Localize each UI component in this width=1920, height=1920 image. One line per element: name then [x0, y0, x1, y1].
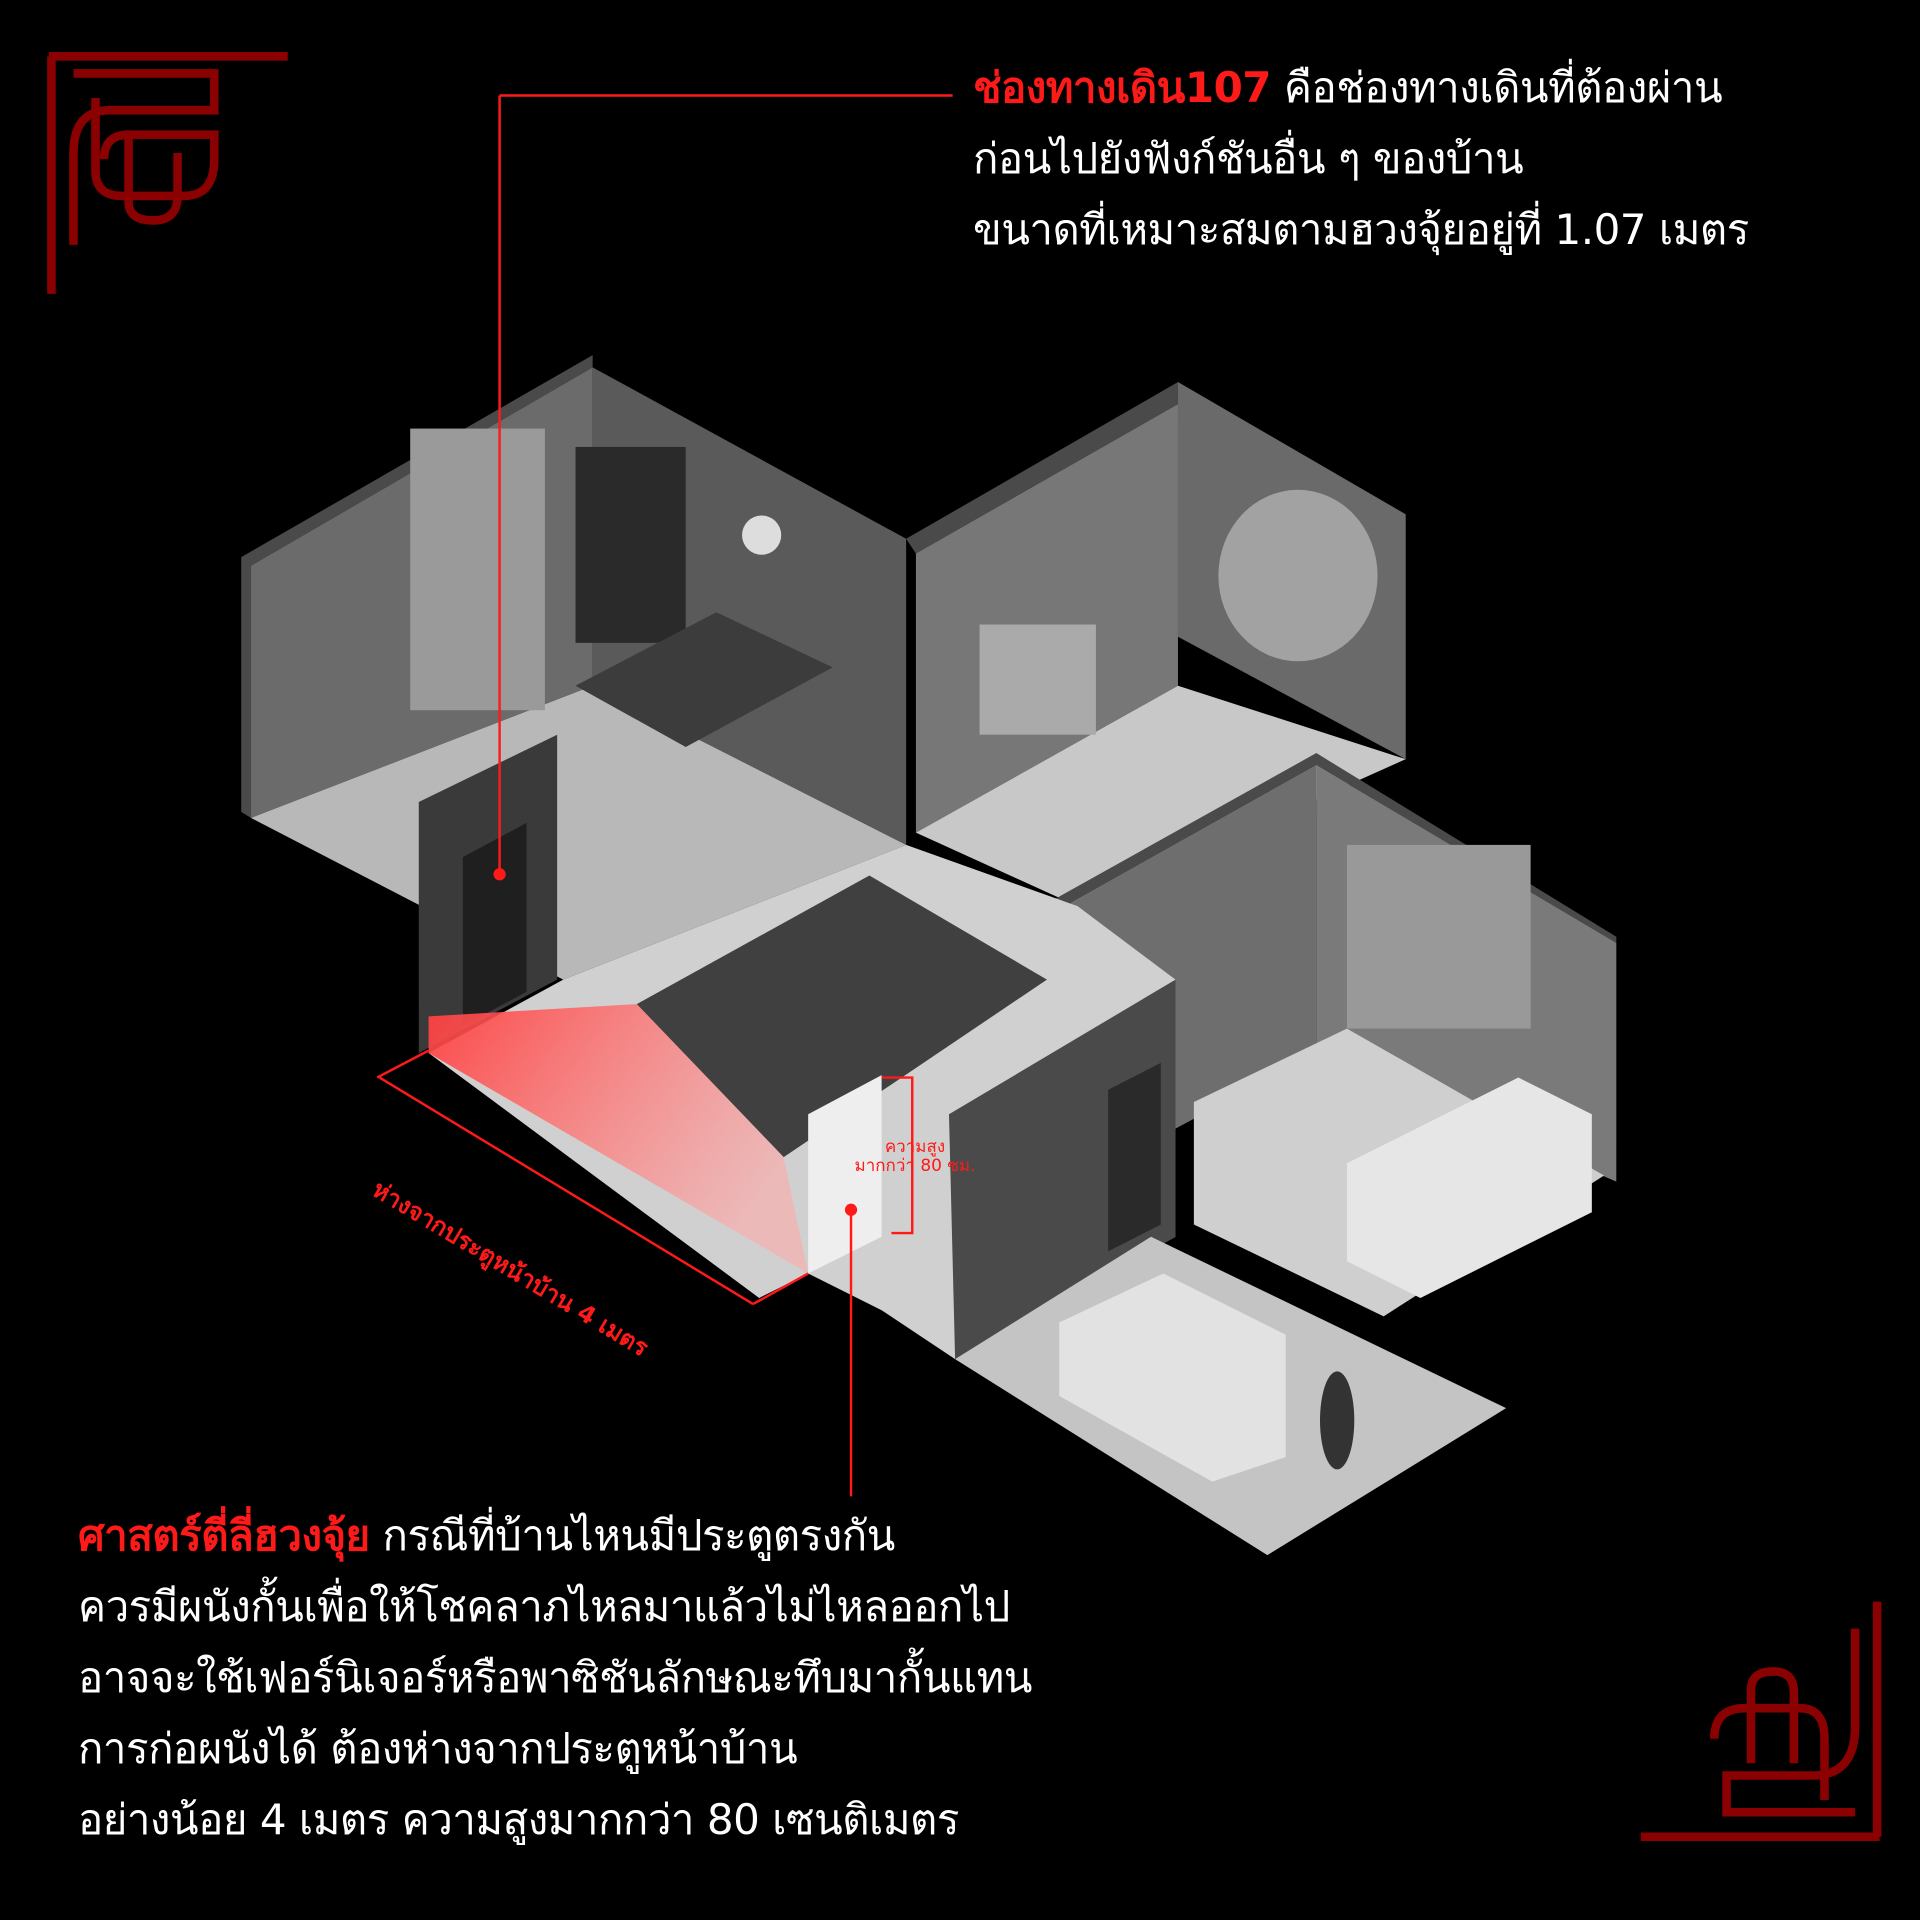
shower	[1218, 489, 1378, 662]
note-line: คือช่องทางเดินที่ต้องผ่าน	[1283, 63, 1723, 112]
red-zone	[428, 1004, 809, 1274]
lower-sofa	[1059, 1273, 1286, 1482]
annotation-lines	[376, 94, 953, 1497]
note-line: อาจจะใช้เฟอร์นิเจอร์หรือพาซิชันลักษณะทึบ…	[78, 1653, 1033, 1702]
window	[1346, 844, 1531, 1029]
hallway-note-title: ช่องทางเดิน107	[973, 63, 1272, 112]
window	[410, 428, 545, 711]
note-line: ขนาดที่เหมาะสมตามฮวงจุ้ยอยู่ที่ 1.07 เมต…	[973, 205, 1749, 254]
fengshui-note: ศาสตร์ตี่ลี่ฮวงจุ้ย กรณีที่บ้านไหนมีประต…	[78, 1500, 1033, 1855]
hallway	[418, 734, 1507, 1556]
wardrobe	[575, 446, 686, 643]
note-line: ก่อนไปยังฟังก์ชันอื่น ๆ ของบ้าน	[973, 134, 1524, 183]
bathroom	[906, 382, 1406, 907]
vanity	[979, 624, 1096, 735]
corner-ornament-top-left	[47, 52, 288, 294]
partition-wall	[808, 1075, 882, 1274]
sofa	[1346, 1077, 1592, 1298]
note-line: อย่างน้อย 4 เมตร ความสูงมากกว่า 80 เซนติ…	[78, 1795, 959, 1844]
annotation-dot	[493, 868, 506, 881]
hallway-note: ช่องทางเดิน107 คือช่องทางเดินที่ต้องผ่าน…	[973, 52, 1749, 265]
height-label: ความสูง มากกว่า 80 ซม.	[850, 1138, 980, 1176]
front-door	[462, 822, 527, 1027]
inner-door	[1108, 1062, 1161, 1252]
rug	[636, 875, 1047, 1158]
height-label-line: มากกว่า 80 ซม.	[854, 1156, 976, 1176]
note-line: ควรมีผนังกั้นเพื่อให้โชคลาภไหลมาแล้วไม่ไ…	[78, 1582, 1010, 1631]
corner-ornament-bottom-right	[1640, 1601, 1882, 1842]
height-label-line: ความสูง	[884, 1137, 946, 1157]
fengshui-note-title: ศาสตร์ตี่ลี่ฮวงจุ้ย	[78, 1511, 370, 1560]
annotation-dot	[844, 1203, 858, 1216]
bedroom	[241, 355, 907, 980]
bed	[575, 612, 833, 747]
plant	[1320, 1371, 1355, 1470]
note-line: การก่อผนังได้ ต้องห่างจากประตูหน้าบ้าน	[78, 1724, 798, 1773]
note-line: กรณีที่บ้านไหนมีประตูตรงกัน	[382, 1511, 896, 1560]
clock-icon	[742, 515, 782, 555]
